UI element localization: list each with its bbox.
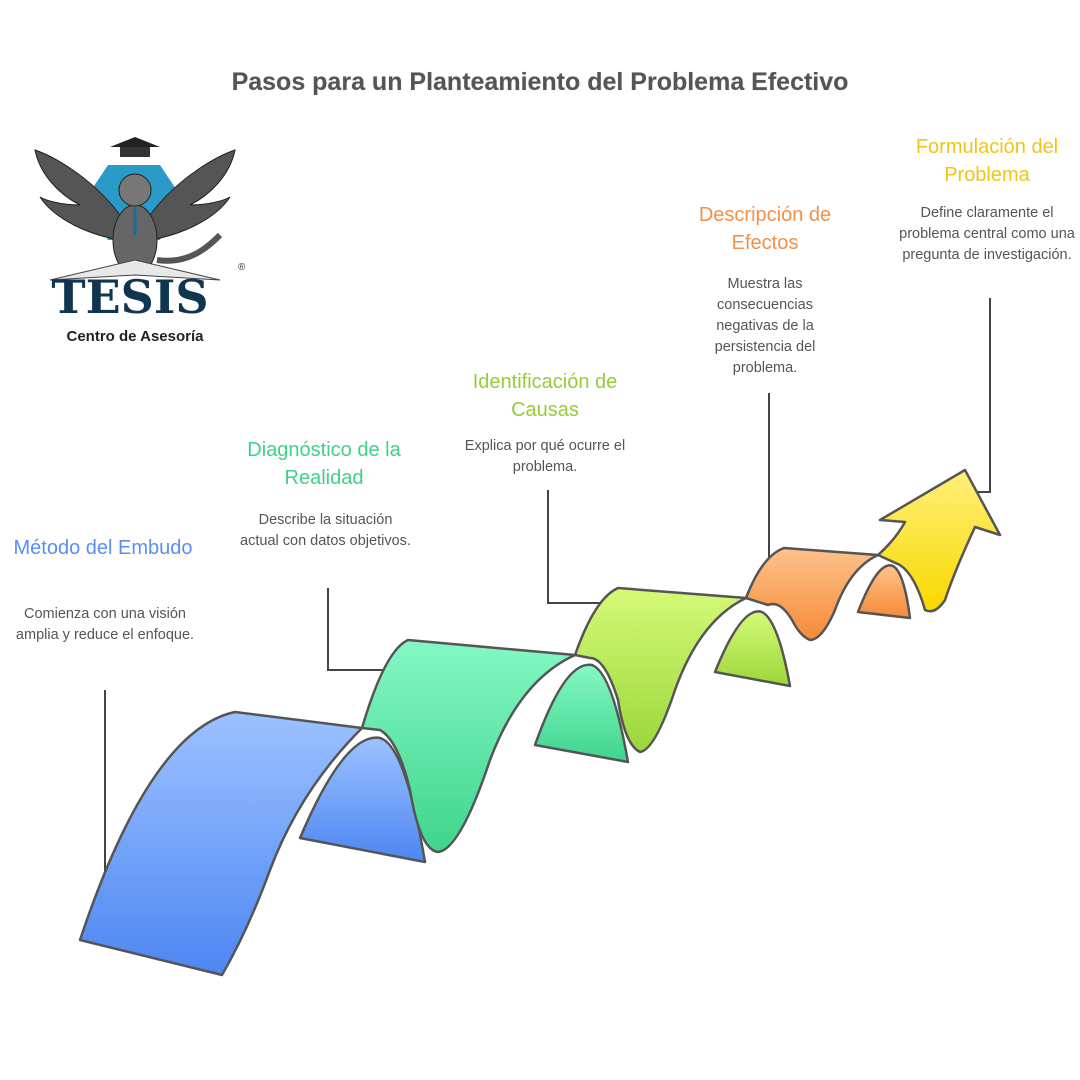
winged-cat-logo-icon (34, 137, 236, 281)
arrow-head-yellow (876, 468, 1002, 613)
step-description-identificacion: Explica por qué ocurre el problema. (464, 438, 626, 475)
logo-registered: ® (238, 262, 246, 273)
connector-line-2 (327, 588, 395, 671)
step-description-diagnostico: Describe la situación actual con datos o… (240, 512, 411, 549)
ribbon-front-lime (573, 586, 748, 754)
step-title-metodo-del-embudo: Método del Embudo (13, 537, 193, 559)
ribbon-back-green (533, 663, 630, 764)
ribbon-front-blue (78, 710, 364, 977)
step-description-formulacion: Define claramente el problema central co… (899, 205, 1075, 263)
ribbon-back-orange (856, 564, 912, 620)
connector-line-5 (970, 298, 991, 493)
ribbon-back-lime (713, 610, 792, 688)
logo-brand: TESIS (51, 270, 209, 324)
step-title-identificacion: Identificación de Causas (472, 371, 618, 421)
step-title-diagnostico: Diagnóstico de la Realidad (247, 439, 401, 489)
logo-subtitle: Centro de Asesoría (66, 328, 204, 345)
step-title-formulacion: Formulación del Problema (915, 136, 1059, 186)
step-description-metodo-del-embudo: Comienza con una visión amplia y reduce … (15, 606, 195, 643)
step-title-descripcion-efectos: Descripción de Efectos (698, 204, 832, 254)
step-description-descripcion-efectos: Muestra las consecuencias negativas de l… (714, 276, 816, 376)
connector-line-3 (547, 490, 615, 604)
ribbon-front-green (360, 638, 577, 854)
page-title: Pasos para un Planteamiento del Problema… (231, 68, 849, 96)
ribbon-front-orange (744, 546, 880, 642)
